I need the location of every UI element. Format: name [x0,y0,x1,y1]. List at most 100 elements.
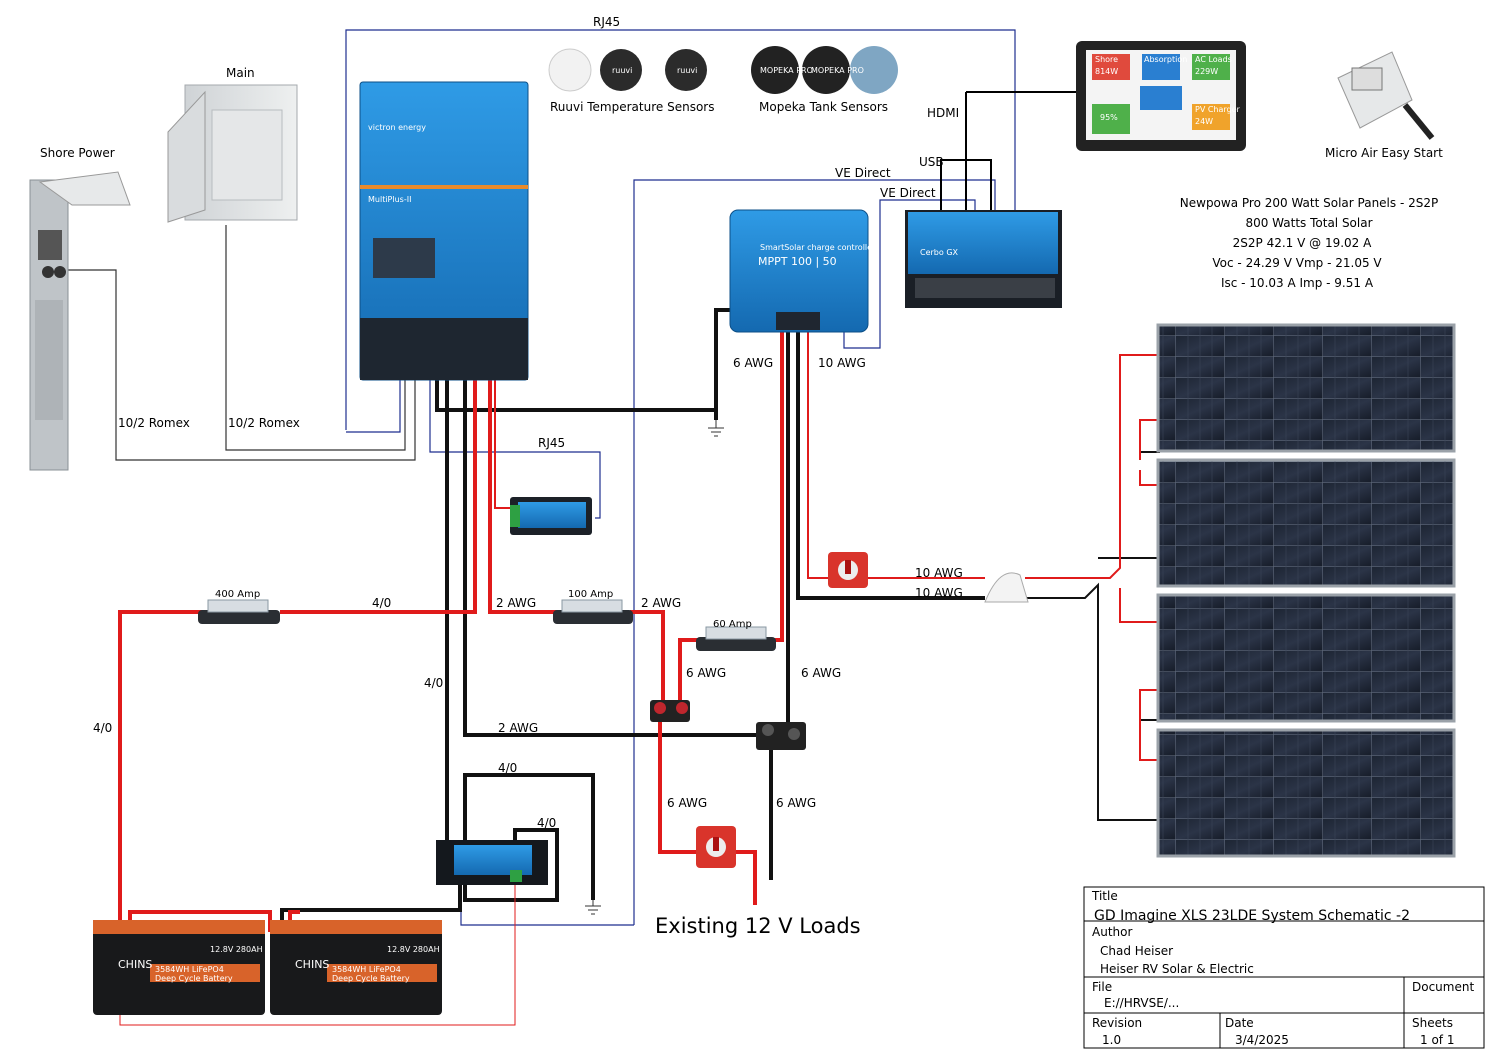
gx-pv-w: 24W [1195,117,1213,126]
positive-busbar [650,700,690,722]
multiplus-inverter: victron energy MultiPlus-II [359,81,529,381]
label-10awg-b: 10 AWG [915,566,963,580]
pv-disconnect-switch [828,552,868,588]
solar-info-line-3: 2S2P 42.1 V @ 19.02 A [1233,236,1372,250]
tb-file: E://HRVSE/... [1104,996,1179,1010]
cerbo-gx: Cerbo GX [905,210,1062,308]
label-2awg-a: 2 AWG [496,596,536,610]
battery-1-type: Deep Cycle Battery [155,974,233,983]
gx-absorption: Absorption [1144,55,1187,64]
battery-2: CHINS 12.8V 280AH 3584WH LiFePO4 Deep Cy… [270,920,442,1015]
tb-revision-label: Revision [1092,1016,1142,1030]
label-40-e: 4/0 [537,816,556,830]
gx-shore-w: 814W [1095,67,1118,76]
battery-monitor [436,840,548,885]
label-6awg-a: 6 AWG [733,356,773,370]
mppt-controller: SmartSolar charge controller MPPT 100 | … [729,209,876,333]
tb-revision: 1.0 [1102,1033,1121,1047]
solar-info-line-1: Newpowa Pro 200 Watt Solar Panels - 2S2P [1180,196,1438,210]
roof-entry-gland [984,572,1029,603]
tb-title: GD Imagine XLS 23LDE System Schematic -2 [1094,908,1410,924]
gx-touch-display: Shore 814W Absorption AC Loads 229W 95% … [1076,41,1246,151]
usb-hdmi-wires [940,91,1078,212]
shore-power-label: Shore Power [40,146,115,160]
label-40-d: 4/0 [498,761,517,775]
main-label: Main [226,66,255,80]
ruuvi-sensors: ruuvi ruuvi [548,48,707,92]
loads-disconnect-switch [696,826,736,868]
solar-info-line-4: Voc - 24.29 V Vmp - 21.05 V [1212,256,1382,270]
fuse-400-amp [198,599,280,624]
label-rj45-top: RJ45 [593,15,620,29]
tb-date: 3/4/2025 [1235,1033,1289,1047]
mppt-model: MPPT 100 | 50 [758,255,837,268]
smart-shunt [510,497,592,535]
ruuvi-tag-2: ruuvi [677,66,697,75]
battery-2-wh: 3584WH LiFePO4 [332,965,401,974]
label-usb: USB [919,155,944,169]
gx-ac-loads-w: 229W [1195,67,1218,76]
tb-title-label: Title [1091,889,1118,903]
solar-panel-2 [1156,458,1456,588]
label-40-b: 4/0 [424,676,443,690]
label-romex-2: 10/2 Romex [228,416,300,430]
label-6awg-e: 6 AWG [776,796,816,810]
mopeka-sensors: MOPEKA PRO MOPEKA PRO [751,46,898,94]
label-ve-direct-2: VE Direct [880,186,936,200]
wires [68,29,1160,1026]
shore-power-pedestal [29,171,131,471]
label-6awg-b: 6 AWG [686,666,726,680]
gx-ac-loads: AC Loads [1195,55,1232,64]
label-10awg-c: 10 AWG [915,586,963,600]
tb-author: Chad Heiser [1100,944,1173,958]
tb-company: Heiser RV Solar & Electric [1100,962,1254,976]
inverter-model: MultiPlus-II [368,195,411,204]
gx-pv: PV Charger [1195,105,1241,114]
label-hdmi: HDMI [927,106,959,120]
label-romex-1: 10/2 Romex [118,416,190,430]
battery-1: CHINS 12.8V 280AH 3584WH LiFePO4 Deep Cy… [93,920,265,1015]
pv-positive [494,330,1160,761]
solar-panel-array [1156,323,1456,858]
battery-2-brand: CHINS [295,958,329,971]
main-breaker-panel [167,84,298,223]
label-10awg-a: 10 AWG [818,356,866,370]
tb-document-label: Document [1412,980,1474,994]
battery-1-brand: CHINS [118,958,152,971]
label-2awg-c: 2 AWG [498,721,538,735]
label-ve-direct-1: VE Direct [835,166,891,180]
solar-info-line-2: 800 Watts Total Solar [1245,216,1372,230]
inverter-brand: victron energy [368,123,426,132]
battery-2-type: Deep Cycle Battery [332,974,410,983]
wire-labels: RJ45 RJ45 HDMI USB VE Direct VE Direct 1… [93,15,963,938]
gx-soc: 95% [1100,113,1118,122]
tb-date-label: Date [1225,1016,1254,1030]
ground-icon [585,420,724,915]
tb-file-label: File [1092,980,1112,994]
label-existing-loads: Existing 12 V Loads [655,914,861,938]
tb-author-label: Author [1092,925,1132,939]
micro-air-easy-start [1337,51,1435,140]
fuse-60-amp [696,626,776,651]
ruuvi-tag-1: ruuvi [612,66,632,75]
label-6awg-d: 6 AWG [667,796,707,810]
solar-panel-3 [1156,593,1456,723]
fuse-100-label: 100 Amp [568,589,613,600]
label-40-c: 4/0 [93,721,112,735]
cerbo-label: Cerbo GX [920,248,959,257]
solar-specs: Newpowa Pro 200 Watt Solar Panels - 2S2P… [1180,196,1438,290]
label-40-a: 4/0 [372,596,391,610]
label-rj45-mid: RJ45 [538,436,565,450]
solar-panel-4 [1156,728,1456,858]
mopeka-tag-2: MOPEKA PRO [811,66,864,75]
micro-air-label: Micro Air Easy Start [1325,146,1443,160]
tb-sheets-label: Sheets [1412,1016,1453,1030]
label-2awg-b: 2 AWG [641,596,681,610]
mopeka-tag-1: MOPEKA PRO [760,66,813,75]
gx-shore: Shore [1095,55,1118,64]
ruuvi-label: Ruuvi Temperature Sensors [550,100,714,114]
mppt-sub: SmartSolar charge controller [760,243,876,252]
fuse-400-label: 400 Amp [215,589,260,600]
solar-panel-1 [1156,323,1456,453]
